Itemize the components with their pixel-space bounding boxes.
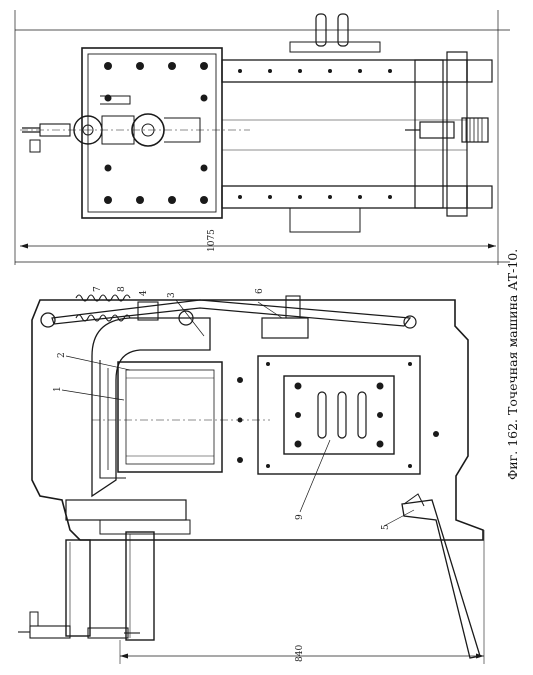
top-view: 1075 [14,10,510,265]
part-label-7: 7 [93,286,103,292]
part-label-6: 6 [255,288,265,294]
part-label-5: 5 [381,524,391,530]
part-label-8: 8 [117,286,127,292]
part-label-4: 4 [139,290,149,296]
top-dimension: 1075 [207,229,217,252]
part-label-1: 1 [53,386,63,392]
part-label-3: 3 [167,292,177,298]
figure-caption: Фиг. 162. Точечная машина АТ-10. [505,248,520,480]
part-label-2: 2 [57,352,67,358]
side-view: 840 1 2 3 4 5 6 7 8 9 [18,286,485,664]
part-label-9: 9 [295,514,305,520]
bottom-dimension: 840 [295,645,305,662]
